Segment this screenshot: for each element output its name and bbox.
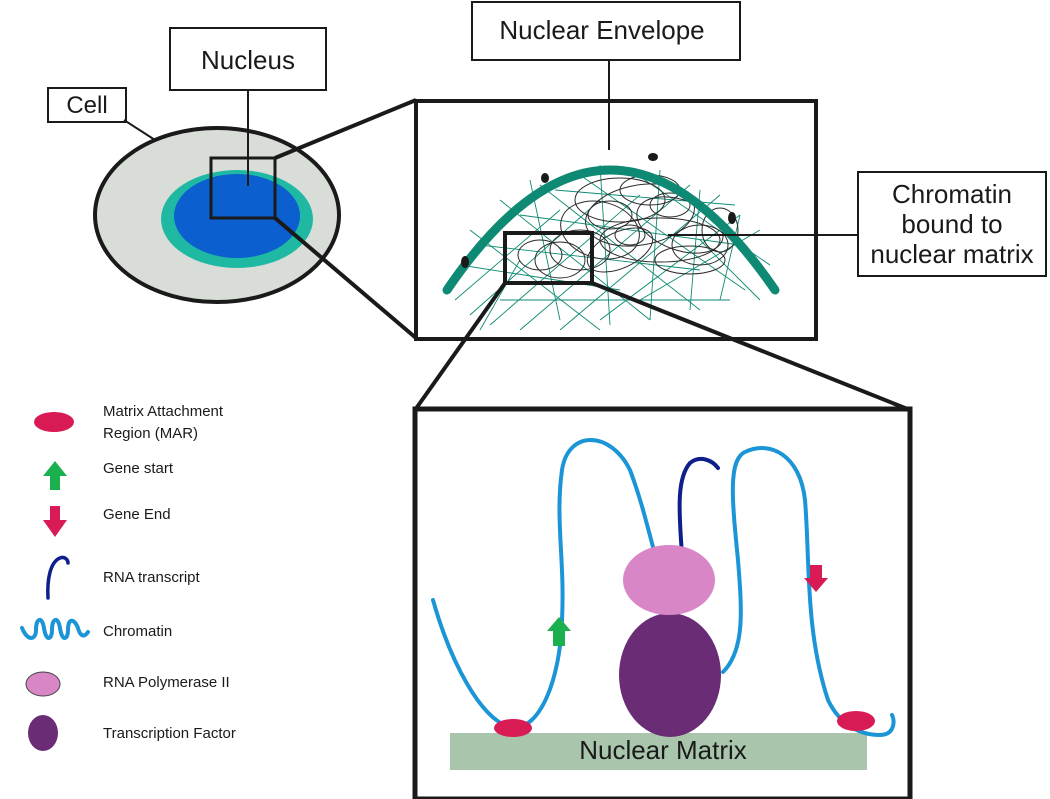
mar-oval-icon: [34, 412, 74, 432]
green-up-arrow-icon: [43, 461, 67, 490]
cell-label-text: Cell: [66, 92, 107, 119]
mar-left: [494, 719, 532, 737]
transcription-factor-icon: [28, 715, 58, 751]
nucleus: [174, 174, 300, 258]
gene-end-arrow: [804, 565, 828, 592]
nuclear-matrix-label: Nuclear Matrix: [579, 735, 747, 765]
nucleus-label: Nucleus: [169, 27, 327, 186]
legend-mar-line-1: Matrix Attachment: [103, 403, 224, 420]
zoom-box-small: [209, 156, 277, 220]
legend-rna-transcript: RNA transcript: [103, 569, 201, 586]
rna-transcript-icon: [46, 555, 70, 600]
nuclear-pore: [461, 256, 469, 268]
nuclear-envelope-label: Nuclear Envelope: [471, 1, 741, 150]
rna-polymerase-icon: [25, 671, 61, 697]
chromatin-coil-icon: [20, 618, 90, 640]
rna-transcript-strand: [677, 456, 720, 558]
legend-rna-polymerase: RNA Polymerase II: [103, 674, 230, 691]
magenta-down-arrow-icon: [43, 506, 67, 537]
legend-gene-start: Gene start: [103, 460, 174, 477]
cell-label: Cell: [47, 87, 156, 141]
chromatin-bound-line-1: Chromatin: [892, 179, 1012, 209]
envelope-detail-panel: [414, 99, 818, 341]
legend-transcription-factor: Transcription Factor: [103, 725, 236, 742]
zoom-connector-top: [274, 98, 417, 160]
legend-gene-end: Gene End: [103, 506, 171, 523]
transcription-factor: [619, 613, 721, 737]
chromatin-bound-label: Chromatin bound to nuclear matrix: [668, 171, 1047, 277]
legend-chromatin: Chromatin: [103, 623, 172, 640]
zoom-connector-left: [413, 281, 507, 412]
cell-group: [93, 126, 341, 304]
nucleus-label-text: Nucleus: [201, 45, 295, 75]
nuclear-pore: [728, 212, 736, 224]
zoom-connector-right: [591, 281, 911, 412]
nuclear-matrix-bar: [450, 733, 867, 770]
chromatin-loops: [517, 174, 739, 279]
mar-right: [837, 711, 875, 731]
legend: Matrix Attachment Region (MAR) Gene star…: [20, 403, 236, 751]
transcription-detail-panel: Nuclear Matrix: [412, 406, 913, 799]
chromatin-bound-line-3: nuclear matrix: [870, 239, 1033, 269]
rna-polymerase: [623, 545, 715, 615]
chromatin-bound-line-2: bound to: [901, 209, 1002, 239]
nuclear-pore: [541, 173, 549, 183]
zoom-connector-bottom: [273, 216, 418, 340]
zoom-box-medium: [503, 231, 594, 285]
nuclear-envelope-label-text: Nuclear Envelope: [499, 15, 704, 45]
nuclear-envelope-arc: [442, 165, 780, 295]
nuclear-pore: [648, 153, 658, 161]
legend-mar-line-2: Region (MAR): [103, 425, 198, 442]
gene-start-arrow: [547, 617, 571, 646]
